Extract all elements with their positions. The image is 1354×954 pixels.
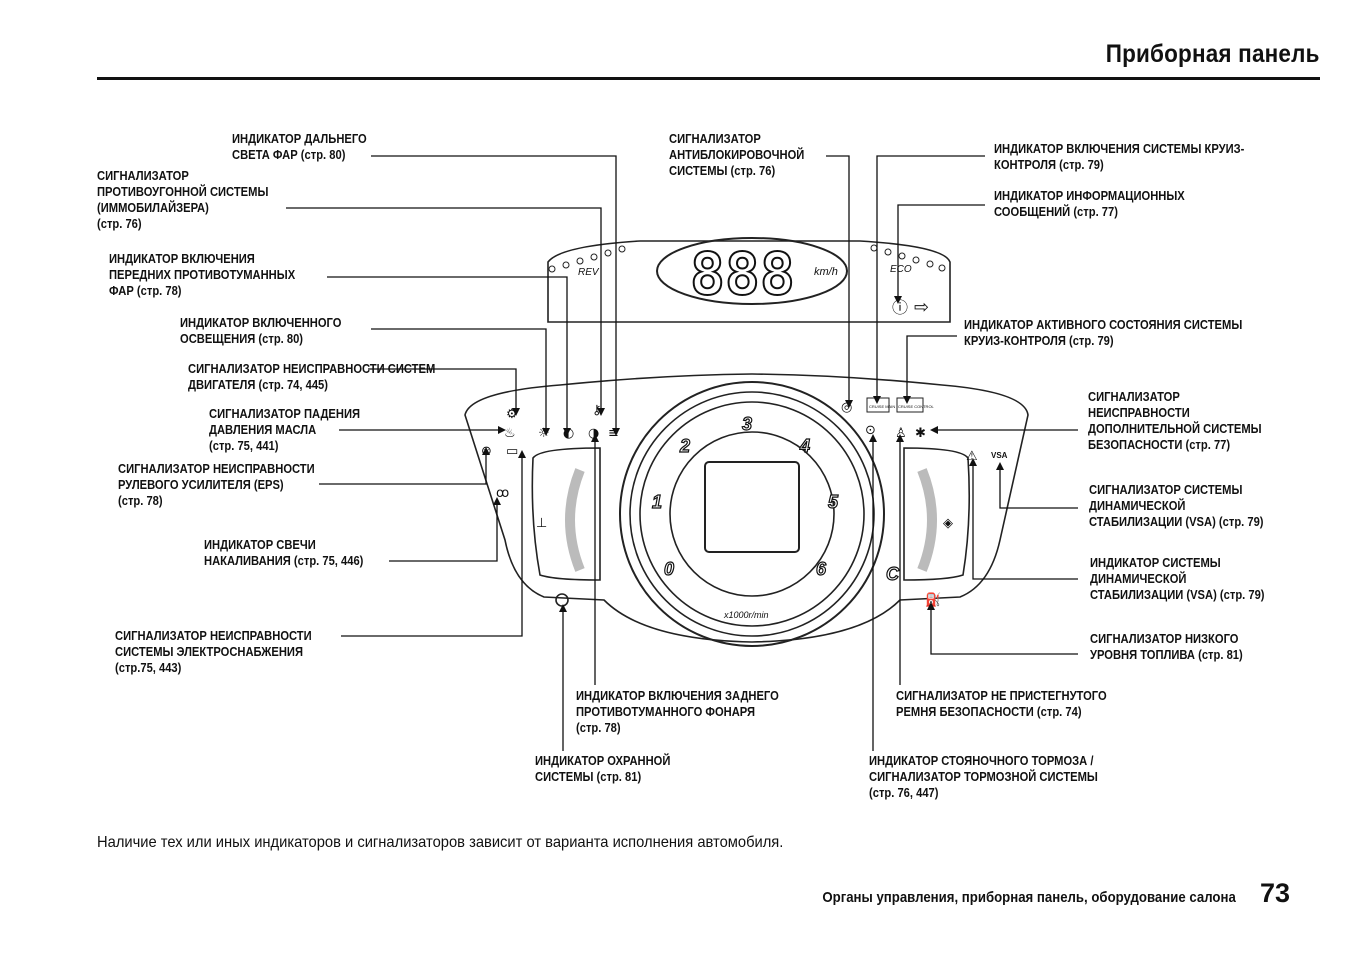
fuel-nozzle-icon: ◈ bbox=[943, 516, 953, 531]
rear-fog-icon: ◑ bbox=[588, 426, 599, 441]
tach-outer-ring bbox=[619, 381, 885, 647]
arrow-right-icon: ⇨ bbox=[914, 297, 929, 318]
cruise-control-text: CRUISE CONTROL bbox=[898, 404, 935, 409]
temp-gauge-arc bbox=[565, 468, 585, 572]
immobilizer-key-icon: ⚷ bbox=[592, 403, 602, 418]
front-fog-icon: ◐ bbox=[563, 426, 574, 441]
cruise-main-text: CRUISE MAIN bbox=[869, 404, 895, 409]
left-gauge-pod bbox=[531, 447, 601, 581]
gauge-letter-c: C bbox=[886, 564, 900, 584]
label-seatbelt: СИГНАЛИЗАТОР НЕ ПРИСТЕГНУТОГО РЕМНЯ БЕЗО… bbox=[896, 688, 1107, 719]
label-rear-fog: ИНДИКАТОР ВКЛЮЧЕНИЯ ЗАДНЕГО ПРОТИВОТУМАН… bbox=[576, 688, 779, 735]
label-oil: СИГНАЛИЗАТОР ПАДЕНИЯ ДАВЛЕНИЯ МАСЛА (стр… bbox=[209, 406, 361, 453]
label-charging: СИГНАЛИЗАТОР НЕИСПРАВНОСТИ СИСТЕМЫ ЭЛЕКТ… bbox=[115, 628, 312, 675]
vsa-badge: VSA bbox=[991, 451, 1008, 460]
footer-section-title: Органы управления, приборная панель, обо… bbox=[822, 889, 1236, 906]
label-vsa-indicator: ИНДИКАТОР СИСТЕМЫ ДИНАМИЧЕСКОЙ СТАБИЛИЗА… bbox=[1090, 555, 1265, 602]
label-security: ИНДИКАТОР ОХРАННОЙ СИСТЕМЫ (стр. 81) bbox=[535, 753, 671, 784]
high-beam-icon: ≡ bbox=[608, 426, 619, 441]
abs-icon: ◎ bbox=[841, 400, 852, 415]
oil-can-icon: ♨ bbox=[504, 426, 516, 441]
info-icon: ⓘ bbox=[892, 298, 908, 317]
label-parking-brake: ИНДИКАТОР СТОЯНОЧНОГО ТОРМОЗА / СИГНАЛИЗ… bbox=[869, 753, 1098, 800]
temp-icon: ⊥ bbox=[536, 516, 547, 531]
speed-digits: 888 bbox=[690, 240, 795, 308]
header-rule bbox=[97, 77, 1320, 80]
tach-ring-3 bbox=[639, 401, 865, 627]
right-gauge-pod bbox=[903, 447, 971, 581]
tach-num-1: 1 bbox=[652, 492, 662, 512]
vsa-warning-icon: ⚠ bbox=[966, 449, 978, 464]
label-vsa-warning: СИГНАЛИЗАТОР СИСТЕМЫ ДИНАМИЧЕСКОЙ СТАБИЛ… bbox=[1089, 482, 1264, 529]
upper-display-housing bbox=[547, 240, 951, 323]
fuel-pump-icon: ⛽ bbox=[925, 592, 941, 608]
label-fuel: СИГНАЛИЗАТОР НИЗКОГО УРОВНЯ ТОПЛИВА (стр… bbox=[1090, 631, 1243, 662]
seatbelt-icon: ♙ bbox=[895, 426, 907, 441]
label-cruise-main: ИНДИКАТОР ВКЛЮЧЕНИЯ СИСТЕМЫ КРУИЗ- КОНТР… bbox=[994, 141, 1245, 172]
leader-lines bbox=[286, 155, 1078, 751]
label-cruise-control: ИНДИКАТОР АКТИВНОГО СОСТОЯНИЯ СИСТЕМЫ КР… bbox=[964, 317, 1243, 348]
tach-inner-ring bbox=[669, 431, 835, 597]
label-engine: СИГНАЛИЗАТОР НЕИСПРАВНОСТИ СИСТЕМ ДВИГАТ… bbox=[188, 361, 436, 392]
label-srs: СИГНАЛИЗАТОР НЕИСПРАВНОСТИ ДОПОЛНИТЕЛЬНО… bbox=[1088, 389, 1262, 452]
page-number: 73 bbox=[1259, 878, 1290, 908]
speed-unit: km/h bbox=[814, 266, 838, 278]
label-high-beam: ИНДИКАТОР ДАЛЬНЕГО СВЕТА ФАР (стр. 80) bbox=[232, 131, 367, 162]
tach-num-2: 2 bbox=[679, 436, 690, 456]
label-info: ИНДИКАТОР ИНФОРМАЦИОННЫХ СООБЩЕНИЙ (стр.… bbox=[994, 188, 1185, 219]
label-eps: СИГНАЛИЗАТОР НЕИСПРАВНОСТИ РУЛЕВОГО УСИЛ… bbox=[118, 461, 315, 508]
battery-icon: ▭ bbox=[506, 444, 518, 459]
tach-num-3: 3 bbox=[742, 414, 752, 434]
tach-unit: x1000r/min bbox=[723, 610, 769, 620]
availability-note: Наличие тех или иных индикаторов и сигна… bbox=[97, 834, 784, 851]
label-lights-on: ИНДИКАТОР ВКЛЮЧЕННОГО ОСВЕЩЕНИЯ (стр. 80… bbox=[180, 315, 342, 346]
tach-num-4: 4 bbox=[799, 436, 810, 456]
srs-icon: ✱ bbox=[915, 426, 926, 441]
fuel-gauge-arc bbox=[917, 468, 937, 572]
label-abs: СИГНАЛИЗАТОР АНТИБЛОКИРОВОЧНОЙ СИСТЕМЫ (… bbox=[669, 131, 805, 178]
engine-check-icon: ⚙ bbox=[506, 407, 518, 422]
tach-num-5: 5 bbox=[828, 492, 839, 512]
brake-icon: ⊙ bbox=[865, 423, 876, 438]
page-title: Приборная панель bbox=[1106, 40, 1320, 68]
tach-num-0: 0 bbox=[664, 559, 674, 579]
eco-dots bbox=[870, 244, 946, 272]
tach-num-6: 6 bbox=[816, 559, 827, 579]
label-immobilizer: СИГНАЛИЗАТОР ПРОТИВОУГОННОЙ СИСТЕМЫ (ИММ… bbox=[97, 168, 269, 231]
lights-on-icon: ☼ bbox=[538, 426, 550, 441]
lower-housing bbox=[464, 373, 1029, 643]
rev-label: REV bbox=[578, 267, 600, 278]
rev-dots bbox=[548, 245, 626, 273]
label-front-fog: ИНДИКАТОР ВКЛЮЧЕНИЯ ПЕРЕДНИХ ПРОТИВОТУМА… bbox=[109, 251, 296, 298]
tach-ring-2 bbox=[629, 391, 875, 637]
glow-plug-icon: ꝏ bbox=[496, 486, 509, 501]
label-glow: ИНДИКАТОР СВЕЧИ НАКАЛИВАНИЯ (стр. 75, 44… bbox=[204, 537, 364, 568]
security-lamp bbox=[555, 593, 569, 607]
speed-display bbox=[656, 237, 848, 305]
center-screen bbox=[704, 461, 800, 553]
eco-label: ECO bbox=[890, 264, 912, 275]
leader-arrows bbox=[482, 296, 1004, 612]
